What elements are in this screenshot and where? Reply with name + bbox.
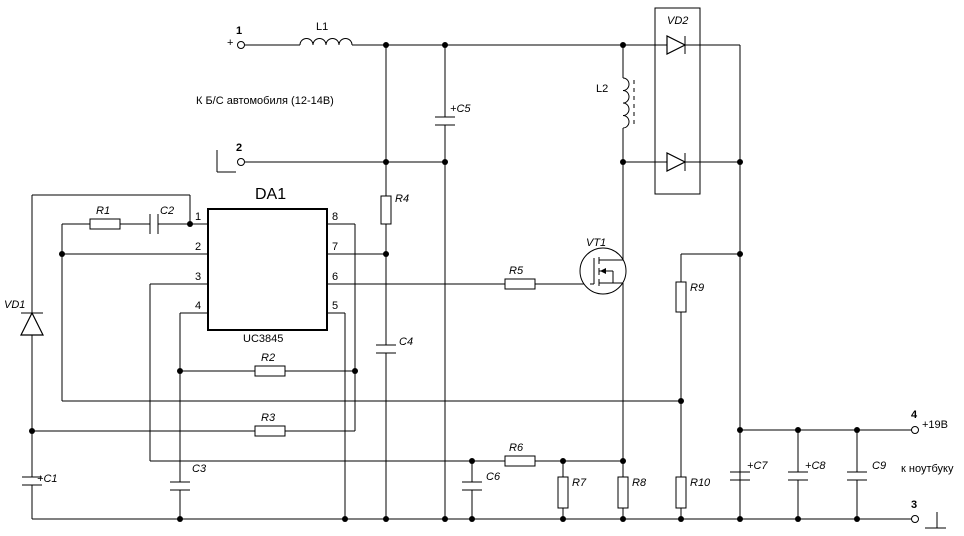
input-source-note: К Б/С автомобиля (12-14В)	[196, 95, 334, 107]
resistor-r10: R10	[675, 476, 711, 509]
capacitor-c1: +C1	[22, 473, 58, 486]
label-c1: +C1	[37, 473, 58, 485]
label-c9: C9	[872, 460, 886, 472]
capacitor-c8: +C8	[788, 460, 826, 481]
label-c7: +C7	[747, 460, 768, 472]
diode-vd2-assembly: VD2	[654, 7, 701, 195]
label-r10: R10	[690, 477, 711, 489]
label-c4: C4	[399, 336, 413, 348]
pin-7: 7	[332, 241, 338, 253]
capacitor-c5: +C5	[435, 103, 471, 126]
label-vd1: VD1	[4, 299, 25, 311]
label-r2: R2	[261, 352, 275, 364]
capacitor-c3: C3	[170, 463, 207, 491]
pin-8: 8	[332, 211, 338, 223]
resistor-r7: R7	[557, 476, 587, 509]
terminal-1-plus: +	[227, 37, 233, 49]
resistor-r8: R8	[617, 476, 647, 509]
wiring	[31, 44, 912, 520]
terminal-3-number: 3	[911, 499, 917, 511]
pin-1: 1	[195, 211, 201, 223]
diode-vd1: VD1	[4, 299, 44, 336]
label-r4: R4	[395, 193, 409, 205]
pin-2: 2	[195, 241, 201, 253]
label-r1: R1	[96, 205, 110, 217]
terminal-4: 4 +19В	[911, 409, 948, 434]
inductor-l2: L2	[596, 77, 635, 129]
label-vd2: VD2	[667, 15, 688, 27]
label-r7: R7	[572, 477, 587, 489]
capacitor-c6: C6	[462, 471, 501, 491]
label-l1: L1	[316, 21, 328, 33]
label-c5: +C5	[450, 103, 471, 115]
capacitor-c9: C9	[847, 460, 886, 481]
pin-3: 3	[195, 271, 201, 283]
pin-6: 6	[332, 271, 338, 283]
resistor-r2: R2	[254, 352, 286, 377]
terminal-1: 1 +	[227, 25, 245, 49]
label-r8: R8	[632, 477, 647, 489]
junction-dots	[29, 42, 860, 522]
capacitor-c2: C2	[149, 205, 174, 234]
resistor-r1: R1	[89, 205, 121, 230]
label-c6: C6	[486, 471, 501, 483]
terminal-2: 2	[216, 142, 245, 173]
terminal-4-number: 4	[911, 409, 918, 421]
output-load-note: к ноутбуку	[901, 463, 954, 475]
label-r6: R6	[509, 442, 524, 454]
pin-5: 5	[332, 300, 338, 312]
terminal-2-number: 2	[236, 142, 242, 154]
resistor-r6: R6	[504, 442, 536, 467]
label-r3: R3	[261, 412, 276, 424]
chip-name: DA1	[255, 186, 286, 203]
mosfet-vt1: VT1	[579, 237, 627, 295]
label-vt1: VT1	[586, 237, 606, 249]
pin-4: 4	[195, 300, 201, 312]
label-l2: L2	[596, 83, 608, 95]
chip-da1: DA1 UC3845 1 2 3 4 8 7 6 5	[195, 186, 338, 345]
label-c8: +C8	[805, 460, 826, 472]
resistor-r4: R4	[380, 193, 409, 225]
resistor-r3: R3	[254, 412, 286, 437]
resistor-r5: R5	[504, 265, 536, 290]
inductor-l1: L1	[299, 21, 353, 46]
output-voltage-label: +19В	[922, 419, 948, 431]
label-c2: C2	[160, 205, 174, 217]
capacitor-c7: +C7	[730, 460, 768, 481]
label-r9: R9	[690, 282, 704, 294]
label-r5: R5	[509, 265, 524, 277]
resistor-r9: R9	[675, 281, 704, 313]
capacitor-c4: C4	[376, 336, 413, 354]
chip-part: UC3845	[243, 333, 283, 345]
label-c3: C3	[192, 463, 207, 475]
terminal-3: 3	[911, 499, 946, 529]
terminal-1-number: 1	[236, 25, 242, 37]
